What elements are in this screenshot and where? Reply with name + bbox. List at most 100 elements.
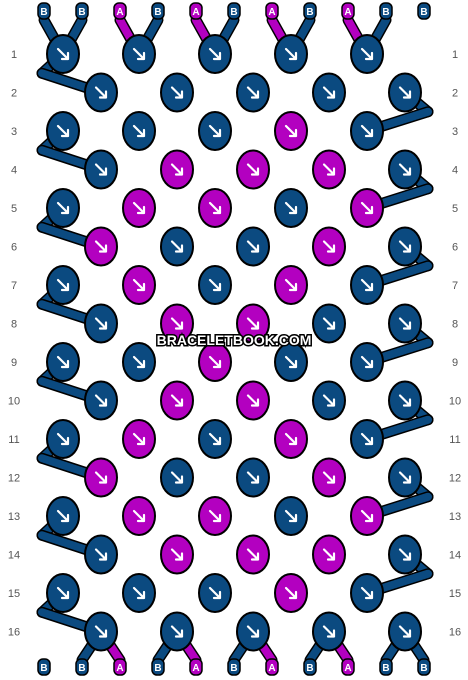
thread-letter-bottom: B — [78, 663, 85, 674]
arrow-icon — [170, 163, 184, 176]
row-number-right: 3 — [452, 126, 458, 138]
arrow-icon — [170, 471, 184, 484]
thread-letter-top: B — [40, 7, 47, 18]
row-number-left: 6 — [11, 242, 17, 254]
arrow-icon — [208, 201, 222, 215]
thread-end-bottom — [341, 658, 355, 676]
arrow-icon — [56, 509, 70, 523]
arrow-icon — [56, 47, 70, 61]
arrow-icon — [246, 548, 260, 561]
row-number-left: 7 — [11, 280, 17, 292]
arrow-icon — [284, 124, 298, 138]
arrow-icon — [208, 432, 222, 446]
arrow-icon — [56, 278, 70, 292]
arrow-icon — [208, 586, 222, 600]
knots-layer — [46, 34, 422, 652]
arrow-icon — [322, 625, 336, 638]
arrow-icon — [284, 355, 298, 369]
arrow-icon — [398, 625, 412, 638]
arrow-icon — [170, 394, 184, 407]
thread-letter-top: A — [268, 7, 275, 18]
arrow-icon — [94, 471, 108, 484]
arrow-icon — [360, 47, 374, 61]
thread-end-top — [113, 2, 127, 20]
thread-end-top — [227, 2, 241, 20]
arrow-icon — [398, 240, 412, 253]
arrow-icon — [94, 317, 108, 330]
row-number-right: 8 — [452, 319, 458, 331]
arrow-icon — [284, 278, 298, 292]
thread-letter-top: B — [154, 7, 161, 18]
thread-end-bottom — [417, 658, 431, 676]
thread-letter-bottom: B — [306, 663, 313, 674]
row-number-right: 11 — [449, 434, 460, 446]
thread-end-bottom — [303, 658, 317, 676]
thread-end-top — [417, 2, 431, 20]
arrow-icon — [246, 394, 260, 407]
arrow-icon — [398, 317, 412, 330]
arrow-icon — [360, 586, 374, 600]
row-number-left: 4 — [11, 165, 17, 177]
arrow-icon — [398, 548, 412, 561]
arrow-icon — [322, 317, 336, 330]
arrow-icon — [360, 201, 374, 215]
arrow-icon — [284, 432, 298, 446]
arrow-icon — [208, 47, 222, 61]
thread-letter-top: B — [306, 7, 313, 18]
arrow-icon — [360, 278, 374, 292]
row-number-left: 16 — [8, 627, 20, 639]
row-number-left: 1 — [11, 49, 17, 61]
arrow-icon — [94, 163, 108, 176]
thread-letter-bottom: A — [192, 663, 199, 674]
thread-end-top — [151, 2, 165, 20]
arrow-icon — [94, 548, 108, 561]
arrow-icon — [246, 86, 260, 99]
thread-end-bottom — [189, 658, 203, 676]
row-number-right: 16 — [449, 627, 461, 639]
arrow-icon — [246, 240, 260, 253]
thread-end-top — [189, 2, 203, 20]
arrow-icon — [322, 548, 336, 561]
thread-end-bottom — [227, 658, 241, 676]
arrow-icon — [132, 124, 146, 138]
thread-letter-top: A — [192, 7, 199, 18]
arrow-icon — [170, 625, 184, 638]
arrow-icon — [170, 548, 184, 561]
arrow-icon — [398, 86, 412, 99]
arrow-icon — [132, 278, 146, 292]
arrow-icon — [132, 201, 146, 215]
arrow-icon — [398, 394, 412, 407]
thread-end-bottom — [75, 658, 89, 676]
row-number-left: 8 — [11, 319, 17, 331]
thread-letter-bottom: B — [382, 663, 389, 674]
thread-end-top — [37, 2, 51, 20]
row-number-left: 14 — [8, 550, 20, 562]
row-number-left: 3 — [11, 126, 17, 138]
arrow-icon — [322, 86, 336, 99]
thread-letter-bottom: B — [154, 663, 161, 674]
arrow-icon — [284, 47, 298, 61]
thread-letter-top: B — [420, 7, 427, 18]
thread-letter-bottom: B — [230, 663, 237, 674]
row-number-right: 14 — [449, 550, 461, 562]
arrow-icon — [208, 124, 222, 138]
arrow-icon — [132, 432, 146, 446]
arrow-icon — [246, 317, 260, 330]
arrow-icon — [132, 509, 146, 523]
arrow-icon — [56, 432, 70, 446]
thread-end-bottom — [379, 658, 393, 676]
row-number-left: 11 — [8, 434, 19, 446]
arrow-icon — [284, 509, 298, 523]
thread-letter-top: A — [344, 7, 351, 18]
row-number-left: 2 — [11, 88, 17, 100]
arrow-icon — [94, 625, 108, 638]
arrow-icon — [170, 240, 184, 253]
row-number-left: 13 — [8, 511, 20, 523]
arrow-icon — [322, 163, 336, 176]
arrow-icon — [208, 355, 222, 369]
arrow-icon — [56, 201, 70, 215]
arrow-icon — [94, 394, 108, 407]
thread-letter-bottom: A — [344, 663, 351, 674]
